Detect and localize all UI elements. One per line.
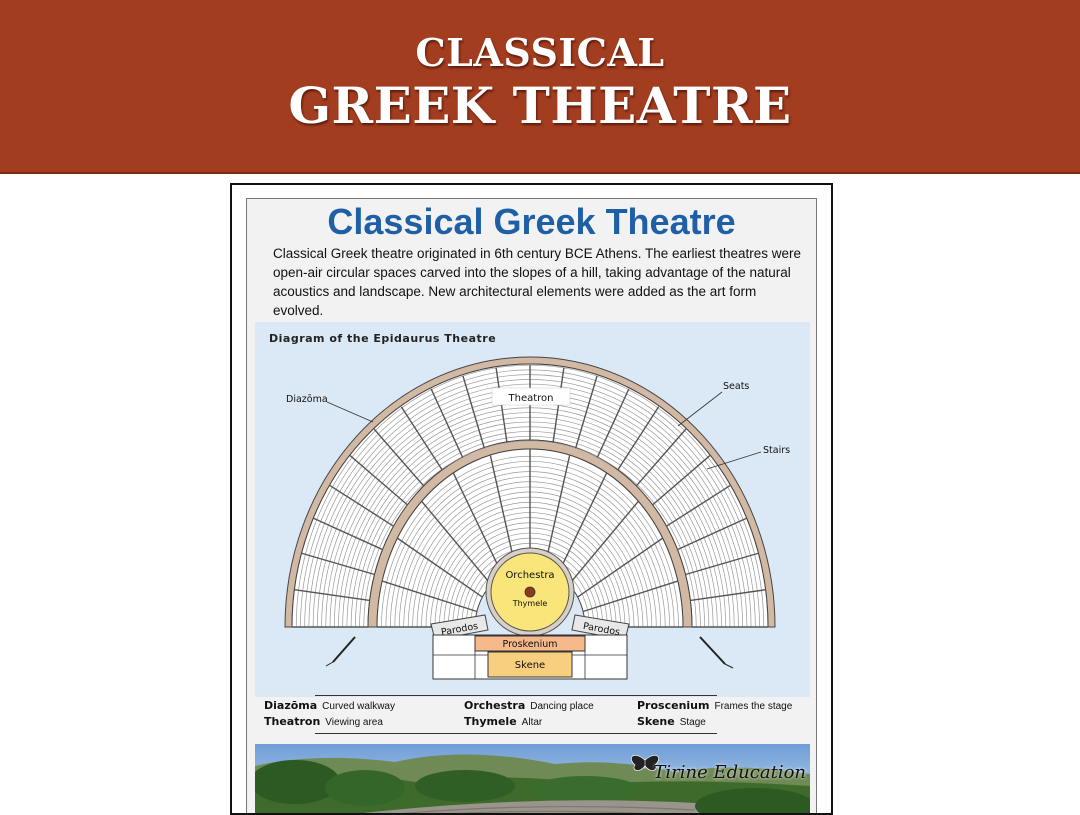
stairway — [635, 428, 687, 487]
stairway — [690, 589, 766, 602]
stairway — [677, 517, 747, 551]
diagram-title: Diagram of the Epidaurus Theatre — [269, 332, 497, 345]
theatre-plan: Orchestra Thymele Parodos Parodos — [284, 356, 790, 680]
stairway — [349, 455, 409, 506]
stairway — [397, 537, 483, 598]
poster: Classical Greek Theatre Classical Greek … — [246, 198, 817, 813]
stairway — [685, 552, 759, 576]
stairway — [582, 580, 679, 613]
seat-row — [363, 440, 697, 628]
stairway — [400, 406, 444, 471]
stairway — [596, 388, 630, 458]
proskenium — [474, 635, 586, 652]
brand-watermark: Tirine Education — [653, 762, 806, 783]
poster-title: Classical Greek Theatre — [327, 201, 736, 242]
stairway — [574, 375, 598, 449]
stairway — [313, 517, 383, 551]
photo-scene — [255, 744, 810, 813]
stairs-label: Stairs — [763, 445, 790, 456]
stairway — [421, 501, 492, 586]
stairway — [294, 589, 370, 602]
seats-leader — [677, 391, 723, 427]
theatron-label-box — [491, 387, 571, 406]
orchestra-label: Orchestra — [505, 570, 554, 581]
banner-title-line2: GREEK THEATRE — [288, 76, 792, 135]
stairway — [452, 472, 504, 576]
stairway — [651, 455, 711, 506]
stairway — [301, 552, 375, 576]
stairway — [556, 472, 608, 576]
stairway — [373, 428, 425, 487]
stairway — [568, 501, 639, 586]
stairway — [430, 388, 464, 458]
proskenium-label: Proskenium — [503, 639, 558, 650]
theatre-diagram: Diagram of the Epidaurus Theatre Orchest… — [255, 322, 810, 697]
stairway — [543, 455, 571, 570]
poster-intro: Classical Greek theatre originated in 6t… — [273, 246, 802, 318]
skene — [487, 651, 573, 678]
stairway — [665, 484, 731, 527]
thymele-label: Thymele — [512, 599, 548, 608]
thymele-altar — [524, 586, 536, 598]
theatre-photo: Tirine Education — [255, 744, 810, 813]
theatron-label: Theatron — [508, 393, 554, 404]
stairway — [381, 580, 478, 613]
diazoma-label: Diazōma — [286, 394, 328, 405]
stairway — [577, 537, 663, 598]
stairways — [292, 365, 768, 628]
stairs-leader — [706, 451, 762, 470]
stairway — [489, 455, 517, 570]
banner-divider — [0, 172, 1080, 174]
poster-frame: Classical Greek Theatre Classical Greek … — [230, 183, 833, 815]
seats-label: Seats — [723, 381, 749, 392]
diazoma-leader — [326, 401, 374, 423]
butterfly-icon — [631, 754, 659, 771]
stairway — [329, 484, 395, 527]
skene-label: Skene — [515, 660, 545, 671]
header-banner: CLASSICAL GREEK THEATRE — [0, 0, 1080, 172]
stairway — [462, 375, 486, 449]
banner-title-line1: CLASSICAL — [415, 30, 665, 75]
stairway — [616, 406, 660, 471]
